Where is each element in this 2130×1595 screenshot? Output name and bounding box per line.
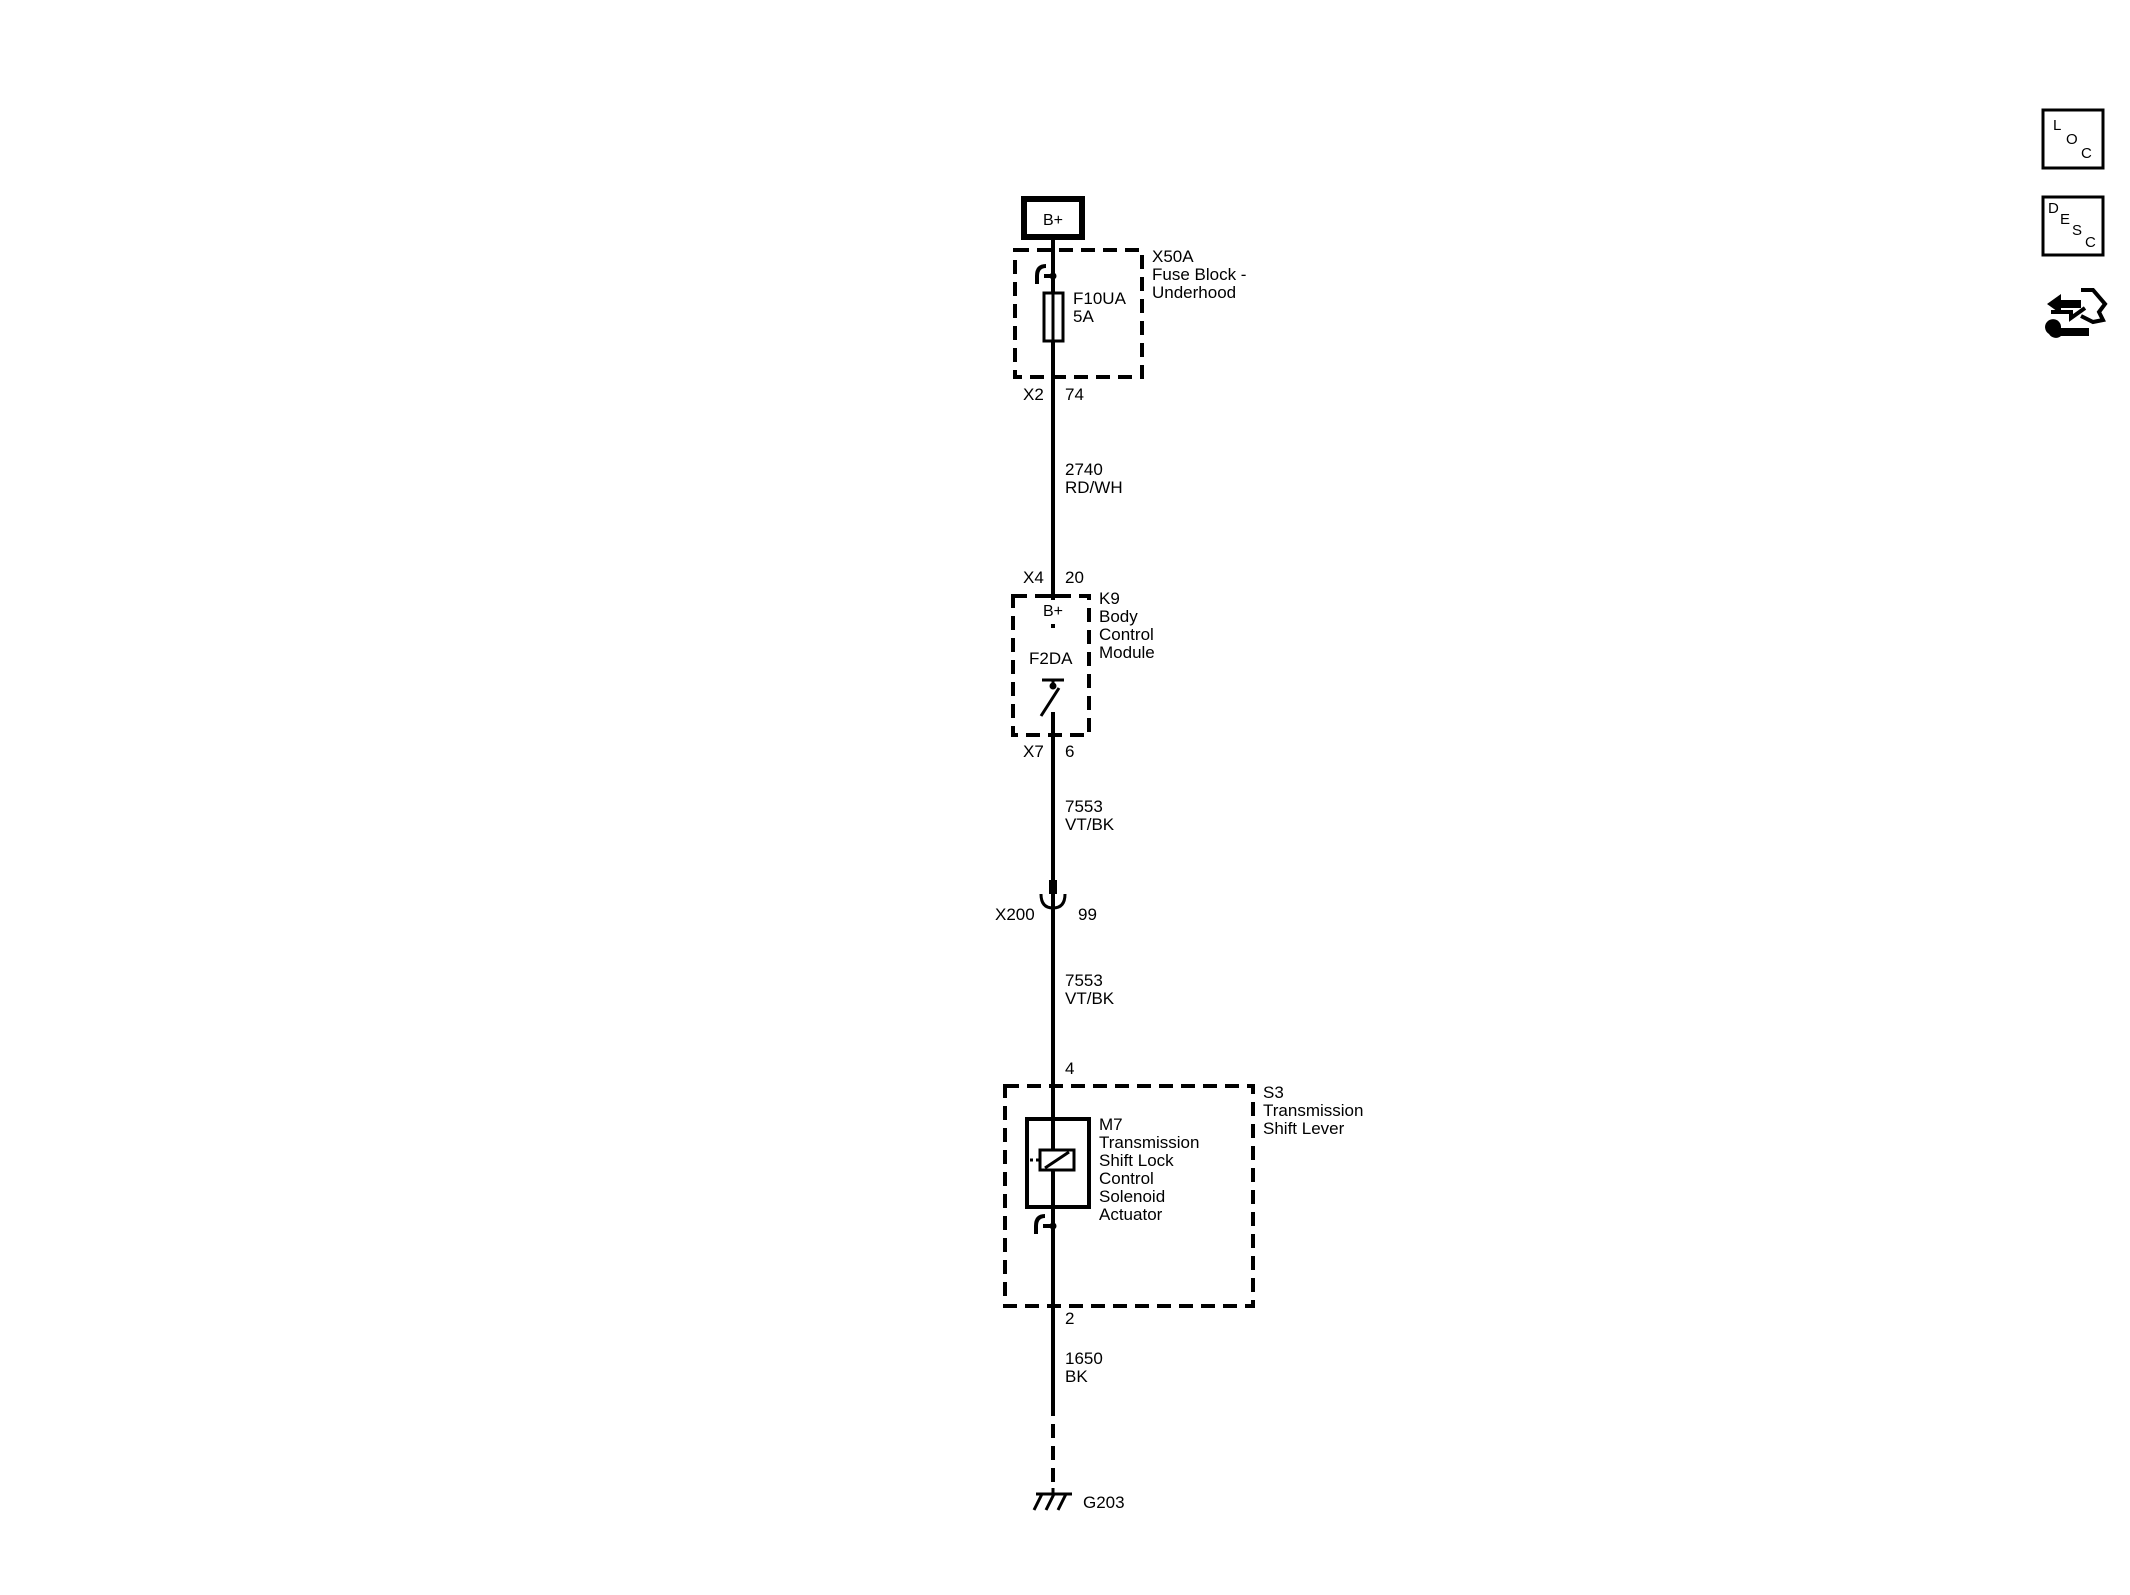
bcm-name-3: Module <box>1099 643 1155 662</box>
wire-1650: 1650 BK <box>1065 1349 1103 1386</box>
wire-7553-lower: 7553 VT/BK <box>1065 971 1115 1008</box>
bcm-in-pin: 20 <box>1065 568 1084 587</box>
body-control-module-k9: X4 20 B+ K9 Body Control Module F2DA X7 … <box>1011 568 1155 761</box>
shift-lever-name-1: Transmission <box>1263 1101 1363 1120</box>
inline-connector-pin: 99 <box>1078 905 1097 924</box>
wire-3-color: VT/BK <box>1065 989 1115 1008</box>
wire-1-color: RD/WH <box>1065 478 1123 497</box>
bcm-name-1: Body <box>1099 607 1138 626</box>
connector-repair-button[interactable] <box>2041 278 2111 350</box>
bcm-name-2: Control <box>1099 625 1154 644</box>
solenoid-name-4: Solenoid <box>1099 1187 1165 1206</box>
power-source-label: B+ <box>1043 212 1063 229</box>
desc-letter-1: D <box>2048 200 2059 217</box>
loc-letter-1: L <box>2053 117 2061 134</box>
ground-g203: G203 <box>1032 1488 1125 1512</box>
shift-lever-out-pin: 2 <box>1065 1309 1074 1328</box>
high-side-switch-icon <box>1039 687 1061 717</box>
wire-2740: 2740 RD/WH <box>1065 460 1123 497</box>
shift-lever-name-2: Shift Lever <box>1263 1119 1345 1138</box>
fuse-block-name-2: Underhood <box>1152 283 1236 302</box>
loc-letter-2: O <box>2066 131 2078 148</box>
fuse-block-out-connector: X2 <box>1023 385 1044 404</box>
bcm-supply-label: B+ <box>1043 603 1063 620</box>
desc-button[interactable]: D E S C <box>2041 195 2105 257</box>
connector-repair-icon <box>2045 288 2108 338</box>
bcm-id: K9 <box>1099 589 1120 608</box>
bcm-out-pin: 6 <box>1065 742 1074 761</box>
shift-lever-id: S3 <box>1263 1083 1284 1102</box>
wire-2-color: VT/BK <box>1065 815 1115 834</box>
solenoid-name-5: Actuator <box>1099 1205 1163 1224</box>
bcm-out-connector: X7 <box>1023 742 1044 761</box>
fuse-block-x50a: X50A Fuse Block - Underhood F10UA 5A X2 … <box>1013 247 1246 404</box>
wire-1-circuit: 2740 <box>1065 460 1103 479</box>
solenoid-name-2: Shift Lock <box>1099 1151 1174 1170</box>
shift-lever-in-pin: 4 <box>1065 1059 1074 1078</box>
fuse-block-out-pin: 74 <box>1065 385 1084 404</box>
desc-letter-2: E <box>2060 211 2070 228</box>
connector-icon <box>1039 893 1067 910</box>
wire-2-circuit: 7553 <box>1065 797 1103 816</box>
fuse-block-name-1: Fuse Block - <box>1152 265 1246 284</box>
wire-7553-upper: 7553 VT/BK <box>1065 797 1115 834</box>
solenoid-name-1: Transmission <box>1099 1133 1199 1152</box>
transmission-shift-lever-s3: 4 S3 Transmission Shift Lever M7 Transmi… <box>1003 1059 1363 1328</box>
wire-3-circuit: 7553 <box>1065 971 1103 990</box>
desc-letter-3: S <box>2072 222 2082 239</box>
loc-button[interactable]: L O C <box>2041 108 2105 170</box>
desc-letter-4: C <box>2085 234 2096 251</box>
loc-letter-3: C <box>2081 145 2092 162</box>
fuse-id: F10UA <box>1073 289 1127 308</box>
fuse-rating: 5A <box>1073 307 1094 326</box>
inline-connector-id: X200 <box>995 905 1035 924</box>
wire-4-color: BK <box>1065 1367 1088 1386</box>
bcm-in-connector: X4 <box>1023 568 1044 587</box>
fuse-block-id: X50A <box>1152 247 1194 266</box>
wire-4-circuit: 1650 <box>1065 1349 1103 1368</box>
solenoid-name-3: Control <box>1099 1169 1154 1188</box>
bcm-switch-id: F2DA <box>1029 649 1073 668</box>
ground-id: G203 <box>1083 1493 1125 1512</box>
solenoid-id: M7 <box>1099 1115 1123 1134</box>
inline-connector-x200: X200 99 <box>995 880 1097 924</box>
battery-power-source: B+ <box>1021 196 1085 240</box>
